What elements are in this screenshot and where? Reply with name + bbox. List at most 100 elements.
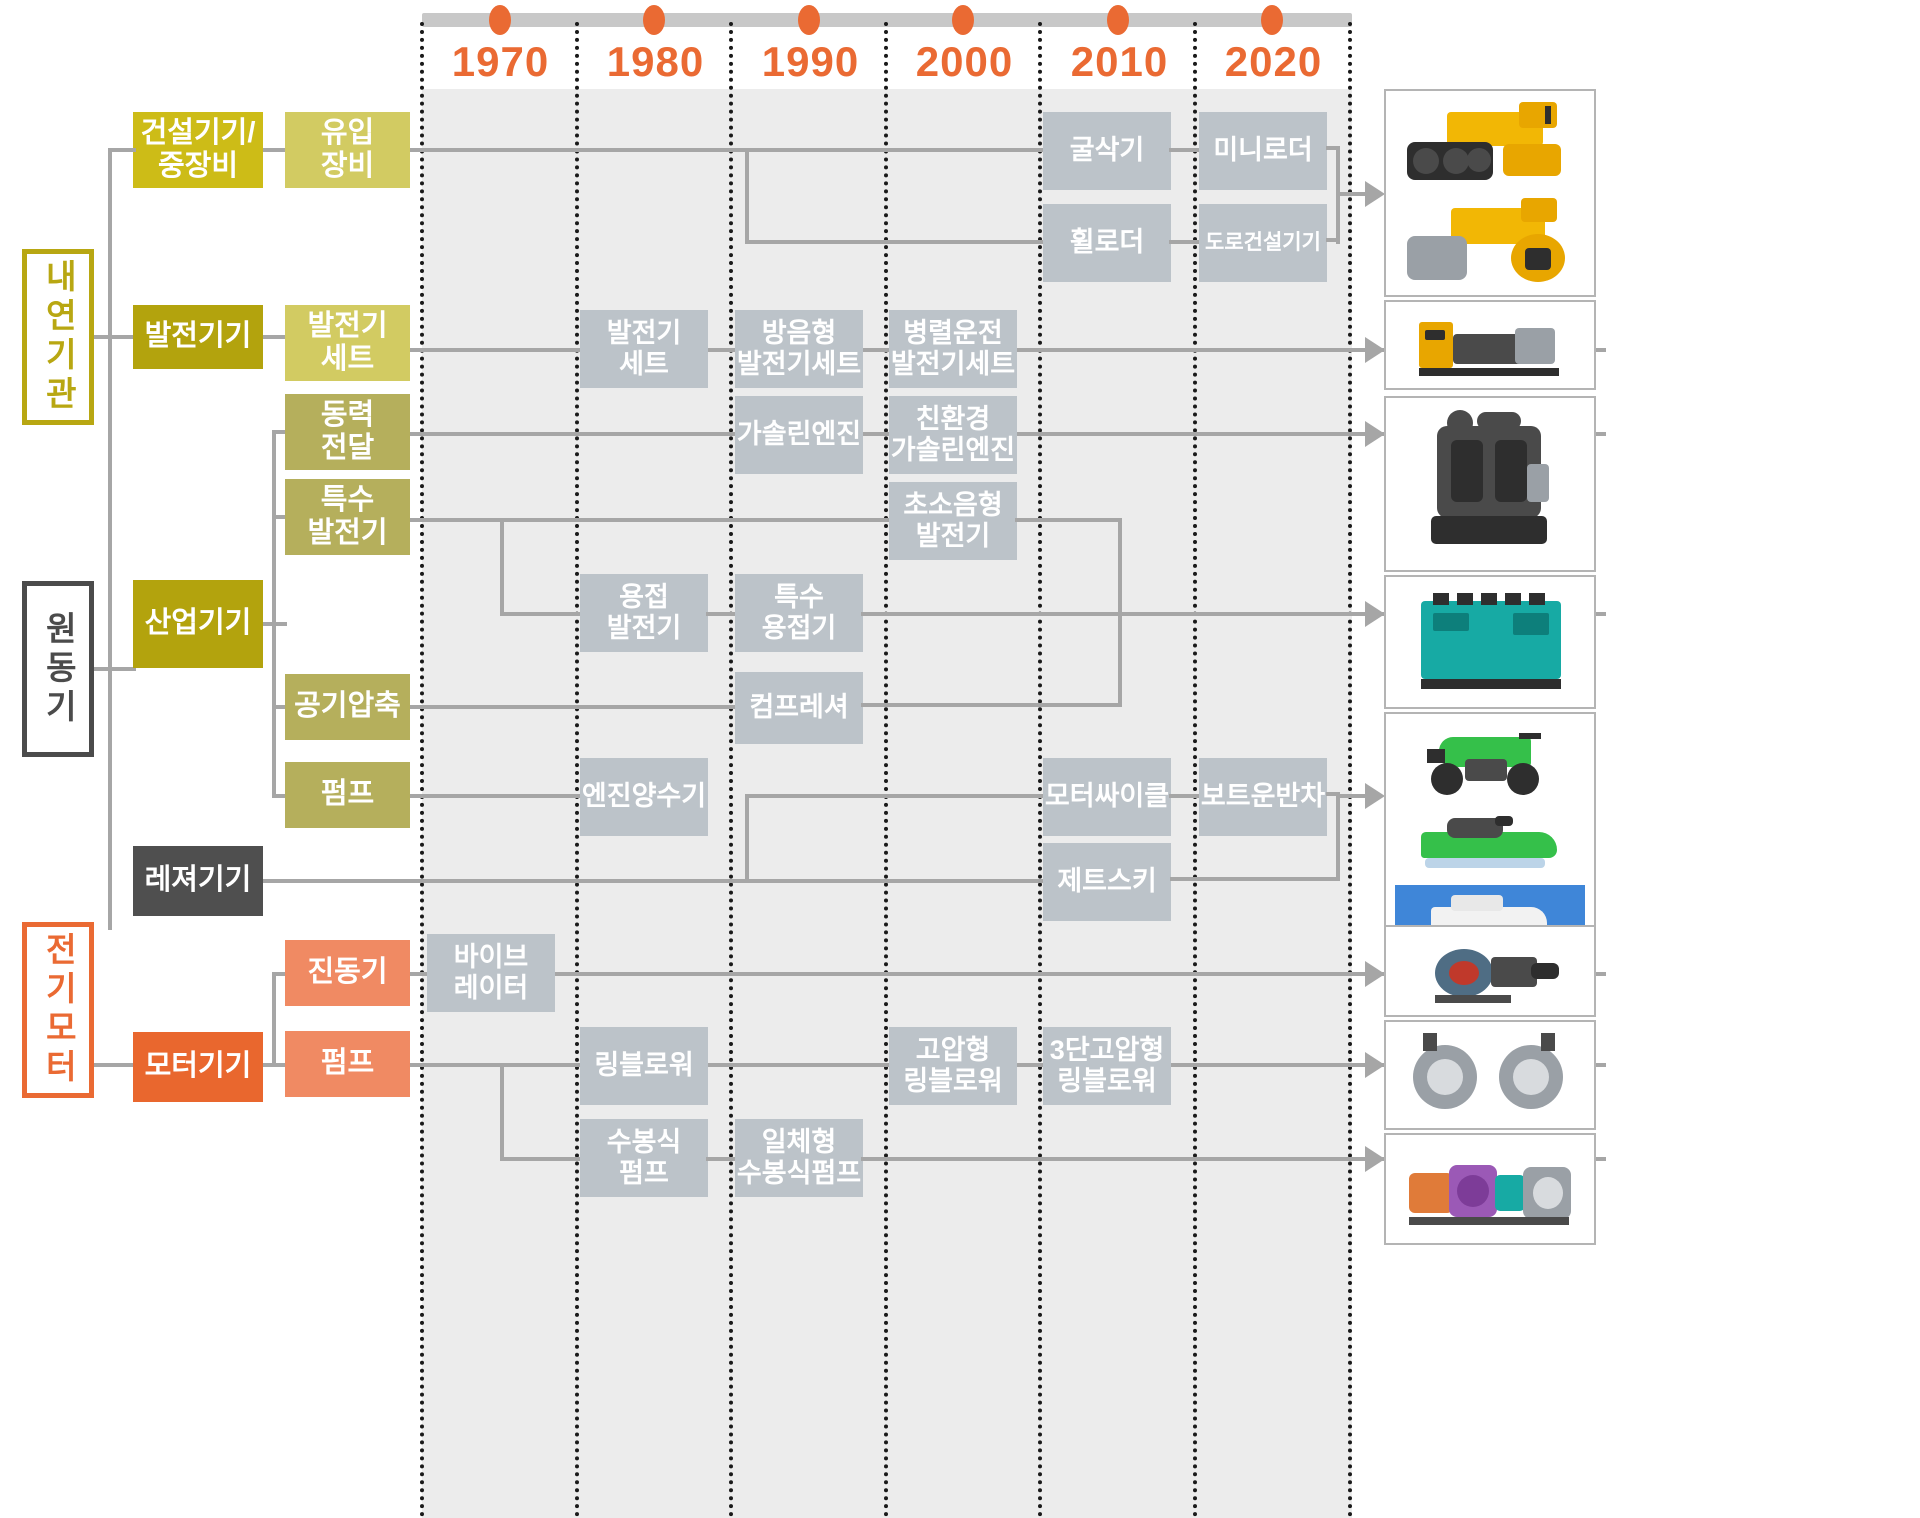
bracket-photo1-bottom bbox=[1326, 238, 1340, 242]
connector-to-air-compress bbox=[272, 705, 290, 709]
row-line-to-photo8 bbox=[861, 1157, 1606, 1161]
milestone-compressor[interactable]: 컴프레셔 bbox=[735, 672, 863, 744]
branch-down-water-ring-pump bbox=[500, 1063, 504, 1161]
tree-spine-ice bbox=[108, 150, 112, 930]
arrow-head-photo2 bbox=[1365, 337, 1385, 363]
timeline-dot-2000 bbox=[952, 5, 974, 35]
milestone-road-construction[interactable]: 도로건설기기 bbox=[1199, 204, 1327, 282]
row-line-wheelloader bbox=[745, 240, 1046, 244]
arrow-head-photo1 bbox=[1365, 181, 1385, 207]
milestone-gasoline-engine[interactable]: 가솔린엔진 bbox=[735, 396, 863, 474]
motor-branch-spine bbox=[272, 972, 276, 1067]
row-line-engine-pump bbox=[410, 794, 610, 798]
outer-category-electric-motor[interactable]: 전기모터 bbox=[22, 922, 94, 1098]
subcategory-label: 발전기 세트 bbox=[307, 309, 388, 375]
connector-to-vibrator bbox=[272, 972, 290, 976]
connector-construction bbox=[108, 148, 136, 152]
milestone-water-ring-pump[interactable]: 수봉식 펌프 bbox=[580, 1119, 708, 1197]
arrow-head-photo7 bbox=[1365, 1052, 1385, 1078]
category-label: 건설기기/ 중장비 bbox=[140, 116, 256, 182]
tree-link-ice bbox=[94, 335, 136, 339]
category-industrial[interactable]: 산업기기 bbox=[133, 580, 263, 668]
connector-to-pump-industrial bbox=[272, 794, 290, 798]
subcategory-special-generator[interactable]: 특수 발전기 bbox=[285, 479, 410, 555]
milestone-label: 특수 용접기 bbox=[761, 581, 837, 643]
connector-to-power-transfer bbox=[272, 430, 290, 434]
milestone-generator-set[interactable]: 발전기 세트 bbox=[580, 310, 708, 388]
timeline-year-2020: 2020 bbox=[1224, 38, 1323, 85]
milestone-3stage-high-pressure-ring-blower[interactable]: 3단고압형 링블로워 bbox=[1043, 1027, 1171, 1105]
milestone-eco-gasoline-engine[interactable]: 친환경 가솔린엔진 bbox=[889, 396, 1017, 474]
milestone-label: 링블로워 bbox=[594, 1050, 694, 1081]
branch-down-wheelloader bbox=[745, 148, 749, 244]
milestone-wheel-loader[interactable]: 휠로더 bbox=[1043, 204, 1171, 282]
milestone-label: 방음형 발전기세트 bbox=[736, 317, 862, 379]
connector-wheelloader-road bbox=[1169, 240, 1201, 244]
branch-up-motorcycle bbox=[745, 794, 749, 881]
milestone-ultra-low-noise-gen[interactable]: 초소음형 발전기 bbox=[889, 482, 1017, 560]
decade-separator-end bbox=[1348, 22, 1352, 1518]
milestone-label: 3단고압형 링블로워 bbox=[1049, 1034, 1165, 1096]
subcategory-air-compression[interactable]: 공기압축 bbox=[285, 674, 410, 740]
outer-category-prime-mover[interactable]: 원동기 bbox=[22, 581, 94, 757]
milestone-mini-loader[interactable]: 미니로더 bbox=[1199, 112, 1327, 190]
milestone-label: 제트스키 bbox=[1057, 866, 1157, 897]
category-label: 발전기기 bbox=[144, 320, 252, 353]
decade-separator-2010 bbox=[1038, 22, 1042, 1518]
milestone-special-welder[interactable]: 특수 용접기 bbox=[735, 574, 863, 652]
connector-to-special-gen bbox=[272, 515, 290, 519]
milestone-label: 용접 발전기 bbox=[606, 581, 682, 643]
compressor-to-riser bbox=[861, 703, 1121, 707]
connector-excavator-miniloader bbox=[1169, 148, 1201, 152]
category-label: 모터기기 bbox=[144, 1050, 252, 1083]
category-label: 레져기기 bbox=[144, 864, 252, 897]
category-construction-heavy[interactable]: 건설기기/ 중장비 bbox=[133, 112, 263, 188]
milestone-label: 보트운반차 bbox=[1200, 781, 1326, 812]
milestone-label: 바이브 레이터 bbox=[453, 941, 529, 1003]
arrow-head-photo6 bbox=[1365, 961, 1385, 987]
compressor-riser bbox=[1118, 612, 1122, 707]
milestone-engine-water-pump[interactable]: 엔진양수기 bbox=[580, 758, 708, 836]
connector-l1-to-inlet bbox=[263, 148, 287, 152]
vibrator-photo bbox=[1384, 925, 1596, 1017]
arrow-head-photo3 bbox=[1365, 421, 1385, 447]
milestone-label: 미니로더 bbox=[1213, 135, 1313, 166]
row-line-excavator bbox=[410, 148, 1046, 152]
outer-category-internal-combustion[interactable]: 내연기관 bbox=[22, 249, 94, 425]
row-line-water-ring-pump bbox=[500, 1157, 612, 1161]
subcategory-pump-motor[interactable]: 펌프 bbox=[285, 1031, 410, 1097]
subcategory-label: 공기압축 bbox=[294, 690, 401, 723]
milestone-high-pressure-ring-blower[interactable]: 고압형 링블로워 bbox=[889, 1027, 1017, 1105]
milestone-integrated-water-ring-pump[interactable]: 일체형 수봉식펌프 bbox=[735, 1119, 863, 1197]
outer-category-label: 내연기관 bbox=[40, 259, 78, 415]
water-ring-pump-photo bbox=[1384, 1133, 1596, 1245]
category-motor-equipment[interactable]: 모터기기 bbox=[133, 1032, 263, 1102]
row-line-jetski bbox=[263, 879, 1046, 883]
subcategory-vibrator[interactable]: 진동기 bbox=[285, 940, 410, 1006]
subcategory-inlet-equipment[interactable]: 유입 장비 bbox=[285, 112, 410, 188]
timeline-dot-2010 bbox=[1107, 5, 1129, 35]
milestone-label: 컴프레셔 bbox=[749, 692, 849, 723]
subcategory-generator-set[interactable]: 발전기 세트 bbox=[285, 305, 410, 381]
timeline-dot-2020 bbox=[1261, 5, 1283, 35]
timeline-dot-1990 bbox=[798, 5, 820, 35]
milestone-ring-blower[interactable]: 링블로워 bbox=[580, 1027, 708, 1105]
milestone-boat-carrier[interactable]: 보트운반차 bbox=[1199, 758, 1327, 836]
milestone-soundproof-genset[interactable]: 방음형 발전기세트 bbox=[735, 310, 863, 388]
milestone-welding-generator[interactable]: 용접 발전기 bbox=[580, 574, 708, 652]
category-power-generation[interactable]: 발전기기 bbox=[133, 305, 263, 369]
milestone-label: 초소음형 발전기 bbox=[903, 489, 1003, 551]
milestone-vibrator[interactable]: 바이브 레이터 bbox=[427, 934, 555, 1012]
milestone-excavator[interactable]: 굴삭기 bbox=[1043, 112, 1171, 190]
subcategory-label: 동력 전달 bbox=[320, 398, 375, 464]
decade-separator-2020 bbox=[1193, 22, 1197, 1518]
milestone-motorcycle[interactable]: 모터싸이클 bbox=[1043, 758, 1171, 836]
milestone-label: 고압형 링블로워 bbox=[903, 1034, 1003, 1096]
subcategory-label: 특수 발전기 bbox=[307, 483, 388, 549]
milestone-jet-ski[interactable]: 제트스키 bbox=[1043, 843, 1171, 921]
subcategory-power-transfer[interactable]: 동력 전달 bbox=[285, 394, 410, 470]
subcategory-pump-industrial[interactable]: 펌프 bbox=[285, 762, 410, 828]
milestone-parallel-genset[interactable]: 병렬운전 발전기세트 bbox=[889, 310, 1017, 388]
category-leisure[interactable]: 레져기기 bbox=[133, 846, 263, 916]
milestone-label: 수봉식 펌프 bbox=[606, 1126, 682, 1188]
